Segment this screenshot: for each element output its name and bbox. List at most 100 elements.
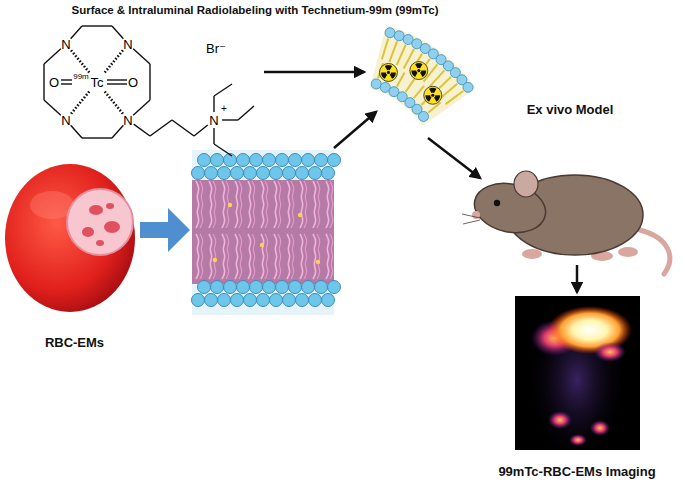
lipid-tail bbox=[200, 181, 203, 228]
lipid-head bbox=[263, 154, 276, 167]
vesicle-blob bbox=[82, 227, 94, 237]
chemical-bond bbox=[107, 79, 127, 80]
lipid-head bbox=[289, 154, 302, 167]
lipid-tail bbox=[274, 181, 277, 228]
lipid-tail bbox=[300, 181, 303, 228]
radiation-blade bbox=[381, 72, 387, 78]
lipid-head bbox=[250, 154, 263, 167]
lipid-head bbox=[276, 154, 289, 167]
lipid-head bbox=[231, 167, 244, 180]
lipid-head bbox=[231, 294, 244, 307]
lipid-head bbox=[205, 167, 218, 180]
lipid-tail bbox=[389, 41, 397, 62]
radiation-disc bbox=[424, 86, 442, 104]
membrane-wedge bbox=[370, 25, 476, 125]
rat-foot bbox=[522, 249, 542, 259]
lipid-tail bbox=[265, 181, 268, 228]
block-arrow bbox=[140, 208, 190, 252]
rat-whisker bbox=[462, 214, 480, 218]
hashed-bond bbox=[104, 91, 123, 114]
lipid-tail bbox=[235, 234, 238, 279]
hashed-bond bbox=[71, 50, 90, 73]
lipid-tail bbox=[209, 234, 212, 279]
lipid-tail bbox=[235, 181, 238, 228]
atom-label: Tc bbox=[91, 76, 104, 89]
lipid-tail bbox=[304, 181, 307, 228]
atom-label: O bbox=[49, 76, 59, 89]
lipid-head bbox=[270, 167, 283, 180]
lipid-tail bbox=[222, 234, 225, 279]
lipid-head bbox=[224, 281, 237, 294]
radiation-blade bbox=[390, 72, 396, 78]
chemical-bond bbox=[71, 125, 82, 138]
chemical-bond bbox=[194, 125, 208, 136]
process-arrow bbox=[428, 138, 480, 178]
lipid-tail bbox=[278, 234, 281, 279]
radiation-disc bbox=[379, 63, 397, 81]
lipid-tail bbox=[222, 181, 225, 228]
radiation-blade bbox=[420, 71, 426, 77]
chemical-bond bbox=[133, 100, 150, 115]
process-arrow bbox=[264, 71, 364, 74]
lipid-head bbox=[263, 281, 276, 294]
node-caption: RBC-EMs bbox=[3, 335, 146, 351]
lipid-tail bbox=[330, 234, 333, 279]
atom-label: N bbox=[209, 114, 218, 127]
radiolabeled-membrane bbox=[370, 25, 476, 125]
chemical-bond bbox=[112, 26, 123, 39]
chemical-bond bbox=[61, 83, 72, 84]
radiation-symbol bbox=[379, 63, 397, 81]
lipid-head bbox=[371, 79, 381, 89]
lipid-head bbox=[218, 167, 231, 180]
lipid-head bbox=[283, 294, 296, 307]
membrane-bilayer bbox=[192, 154, 341, 307]
lipid-tail bbox=[317, 181, 320, 228]
vesicle-blob bbox=[96, 240, 104, 246]
lipid-head bbox=[328, 281, 341, 294]
charge-label: + bbox=[221, 104, 227, 114]
lipid-head bbox=[296, 294, 309, 307]
lipid-tail bbox=[326, 234, 329, 279]
chemical-bond bbox=[44, 100, 61, 115]
lipid-tail bbox=[196, 181, 199, 228]
lipid-head bbox=[244, 167, 257, 180]
lipid-tail bbox=[300, 234, 303, 279]
lipid-tail bbox=[446, 91, 464, 104]
flow-arrow bbox=[576, 265, 579, 292]
lipid-head bbox=[276, 281, 289, 294]
scan-hotspot bbox=[548, 411, 572, 429]
chemical-bond bbox=[44, 49, 61, 64]
lipid-tail bbox=[326, 181, 329, 228]
radiation-center bbox=[417, 69, 420, 72]
lipid-tail bbox=[265, 234, 268, 279]
radiation-blade bbox=[411, 71, 417, 77]
chemical-bond bbox=[172, 120, 194, 136]
lipid-tail bbox=[239, 234, 242, 279]
lipid-head bbox=[211, 154, 224, 167]
lipid-head bbox=[289, 281, 302, 294]
lipid-head bbox=[257, 294, 270, 307]
lipid-tail bbox=[200, 234, 203, 279]
counterion-label: Br⁻ bbox=[206, 42, 226, 55]
scan-signal bbox=[527, 296, 632, 450]
lipid-tail bbox=[397, 45, 406, 65]
lipid-head bbox=[302, 281, 315, 294]
chemical-bond bbox=[82, 137, 112, 138]
lipid-head bbox=[250, 281, 263, 294]
lipid-tail bbox=[414, 86, 424, 98]
lipid-head bbox=[315, 281, 328, 294]
atom-label: N bbox=[61, 38, 70, 51]
radiation-blade bbox=[429, 88, 436, 93]
chemical-bond bbox=[214, 144, 232, 156]
scan-hotspot bbox=[569, 434, 587, 446]
lipid-head bbox=[237, 154, 250, 167]
red-blood-cell bbox=[5, 164, 135, 312]
rat-tail bbox=[640, 230, 670, 274]
chemical-bond bbox=[107, 83, 127, 84]
lipid-tail bbox=[313, 181, 316, 228]
radiation-disc bbox=[410, 62, 428, 80]
vesicle-blob bbox=[89, 205, 103, 215]
